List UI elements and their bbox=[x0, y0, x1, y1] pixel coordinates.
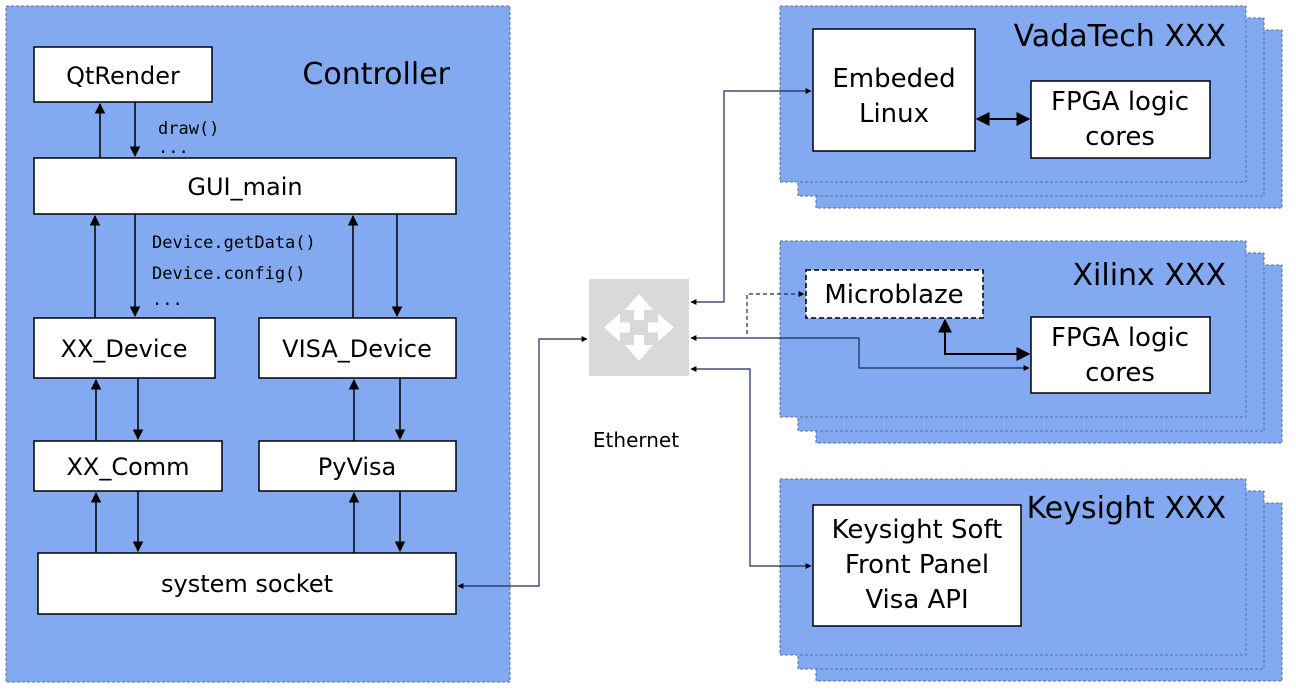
controller-panel: Controller QtRender draw() ... GUI_main … bbox=[5, 5, 511, 683]
switch-to-xilinx-fpga-line bbox=[690, 335, 1030, 371]
keysight-soft-front-panel-box: Keysight Soft Front Panel Visa API bbox=[812, 504, 1022, 627]
embedded-linux-box: Embeded Linux bbox=[812, 28, 976, 152]
move-arrows-icon bbox=[604, 294, 674, 361]
xilinx-fpga-box: FPGA logic cores bbox=[1030, 316, 1211, 394]
network-connectors bbox=[457, 88, 1030, 589]
switch-to-microblaze-line bbox=[746, 291, 805, 334]
svg-text:cores: cores bbox=[1085, 122, 1155, 152]
microblaze-box: Microblaze bbox=[805, 269, 984, 319]
svg-text:cores: cores bbox=[1085, 358, 1155, 388]
svg-text:XX_Comm: XX_Comm bbox=[66, 453, 189, 481]
switch-to-vadatech-line bbox=[690, 88, 812, 305]
pyvisa-box: PyVisa bbox=[258, 440, 457, 492]
xilinx-title: Xilinx XXX bbox=[1072, 258, 1226, 293]
svg-text:system socket: system socket bbox=[161, 570, 333, 598]
system-socket-box: system socket bbox=[37, 552, 457, 615]
vadatech-fpga-box: FPGA logic cores bbox=[1030, 80, 1211, 159]
switch-to-keysight-line bbox=[690, 366, 812, 569]
svg-text:PyVisa: PyVisa bbox=[318, 453, 396, 481]
config-call-label: Device.config() bbox=[152, 264, 306, 284]
vadatech-title: VadaTech XXX bbox=[1014, 19, 1226, 54]
qtrender-box: QtRender bbox=[33, 46, 213, 103]
svg-text:GUI_main: GUI_main bbox=[187, 173, 302, 201]
svg-text:Embeded: Embeded bbox=[832, 64, 955, 94]
xx-device-box: XX_Device bbox=[33, 317, 216, 379]
svg-text:Front Panel: Front Panel bbox=[845, 550, 989, 580]
controller-connectors bbox=[89, 102, 406, 553]
svg-text:Microblaze: Microblaze bbox=[824, 280, 963, 310]
keysight-panel: Keysight XXX Keysight Soft Front Panel V… bbox=[779, 478, 1283, 682]
visa-device-box: VISA_Device bbox=[258, 317, 457, 379]
svg-text:FPGA logic: FPGA logic bbox=[1051, 87, 1189, 117]
svg-text:VISA_Device: VISA_Device bbox=[282, 335, 432, 363]
xx-comm-box: XX_Comm bbox=[33, 440, 223, 492]
device-more-label: ... bbox=[152, 290, 183, 310]
keysight-title: Keysight XXX bbox=[1027, 491, 1226, 526]
svg-text:XX_Device: XX_Device bbox=[61, 335, 188, 363]
xilinx-panel: Xilinx XXX Microblaze FPGA logic cores bbox=[779, 240, 1283, 444]
svg-text:Visa API: Visa API bbox=[865, 585, 968, 615]
get-data-call-label: Device.getData() bbox=[152, 233, 316, 253]
ethernet-label: Ethernet bbox=[593, 428, 679, 452]
svg-text:QtRender: QtRender bbox=[66, 62, 180, 90]
svg-text:FPGA logic: FPGA logic bbox=[1051, 323, 1189, 353]
ethernet-switch: Ethernet bbox=[589, 279, 689, 452]
gui-main-box: GUI_main bbox=[33, 157, 457, 215]
svg-text:Keysight Soft: Keysight Soft bbox=[832, 515, 1003, 545]
draw-more-label: ... bbox=[158, 138, 189, 158]
draw-call-label: draw() bbox=[158, 119, 219, 139]
socket-to-switch-line bbox=[457, 336, 588, 589]
svg-text:Linux: Linux bbox=[859, 99, 929, 129]
controller-title: Controller bbox=[302, 57, 450, 92]
vadatech-panel: VadaTech XXX Embeded Linux FPGA logic co… bbox=[779, 5, 1283, 209]
